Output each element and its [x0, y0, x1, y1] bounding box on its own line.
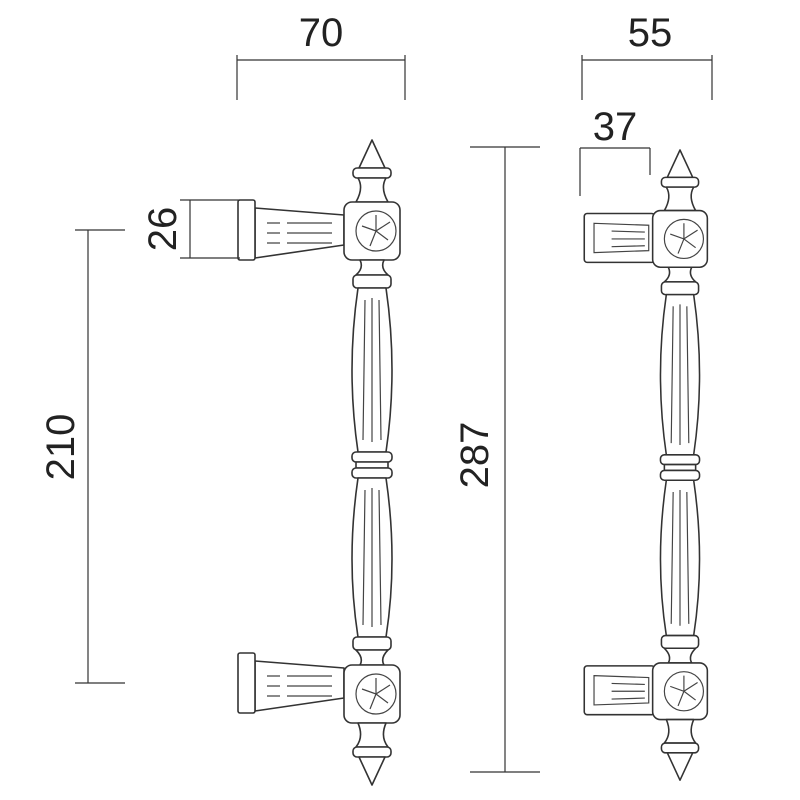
dimension-37: 37 [579, 105, 651, 196]
dimension-55: 55 [581, 11, 713, 100]
dimension-210: 210 [39, 229, 125, 684]
dimension-287: 287 [453, 146, 540, 773]
dimension-label: 287 [453, 422, 497, 489]
handle-front-view [237, 139, 401, 786]
dimension-70: 70 [236, 11, 406, 100]
dimension-label: 210 [39, 414, 83, 481]
handle-side-view [583, 149, 709, 781]
dimension-label: 26 [141, 207, 185, 252]
dimension-26: 26 [141, 199, 240, 259]
dimension-label: 37 [593, 105, 638, 149]
dimension-label: 70 [299, 11, 344, 55]
dimension-label: 55 [628, 11, 673, 55]
